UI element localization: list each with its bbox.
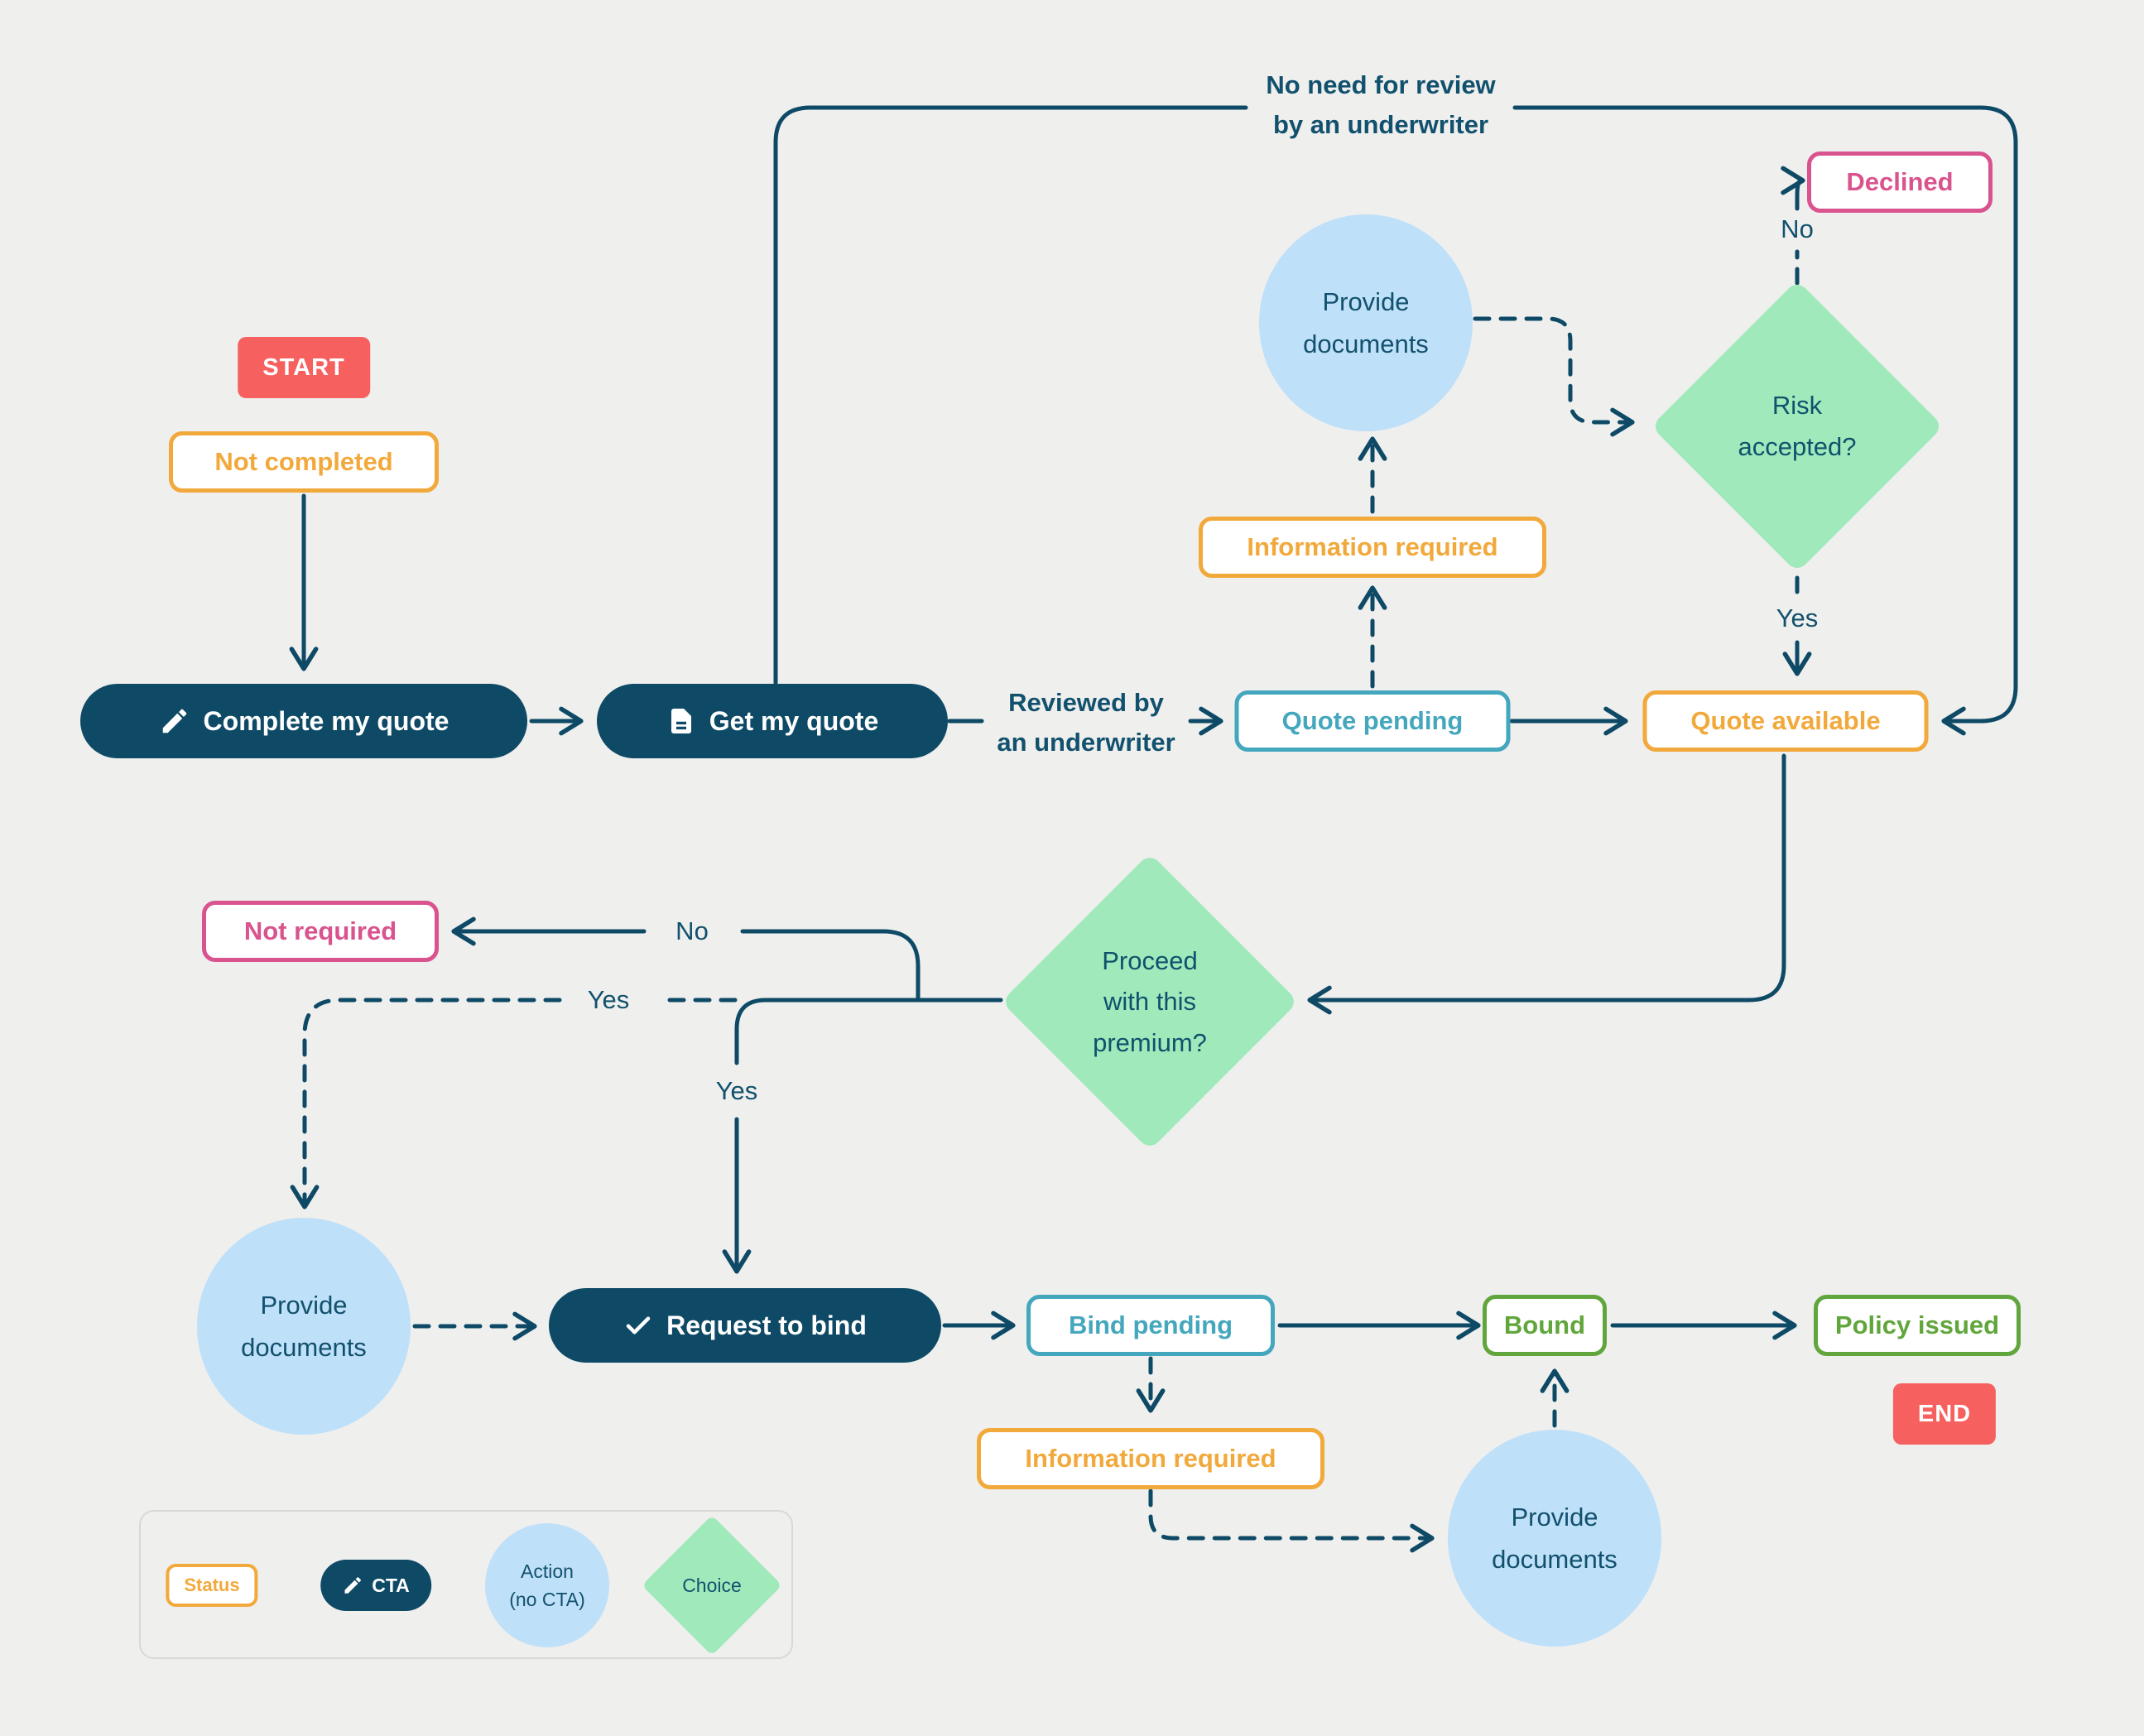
legend-cta: CTA xyxy=(320,1560,431,1611)
edge-providedocs-riskdiamond xyxy=(1473,316,1635,437)
start-badge: START xyxy=(238,337,370,398)
edge-toploop-left xyxy=(773,105,1248,685)
status-not-required: Not required xyxy=(202,901,439,962)
end-badge: END xyxy=(1892,1383,1997,1445)
edge-inforequired-providedocs-bottom xyxy=(1148,1488,1435,1553)
status-declined: Declined xyxy=(1807,151,1993,213)
edge-premium-left-yes xyxy=(734,998,1003,1065)
check-icon xyxy=(626,1316,651,1334)
legend-choice: Choice xyxy=(637,1511,786,1660)
edge-quoteavailable-premium xyxy=(1307,753,1786,1015)
legend-status: Status xyxy=(166,1564,258,1607)
action-provide-documents-top: Provide documents xyxy=(1259,214,1473,431)
label-premium-yes-dashed: Yes xyxy=(587,985,630,1014)
choice-risk-accepted: Risk accepted? xyxy=(1648,277,1946,575)
cta-get-my-quote: Get my quote xyxy=(597,684,948,758)
label-premium-no: No xyxy=(675,916,709,945)
pencil-icon xyxy=(162,709,186,733)
cta-complete-my-quote: Complete my quote xyxy=(80,684,527,758)
legend-action: Action (no CTA) xyxy=(485,1523,609,1647)
edge-toploop-right xyxy=(1512,105,2018,736)
cta-request-to-bind: Request to bind xyxy=(549,1288,941,1363)
label-premium-yes-solid: Yes xyxy=(715,1076,758,1105)
status-information-required-bottom: Information required xyxy=(977,1428,1324,1489)
status-information-required-top: Information required xyxy=(1199,517,1546,578)
label-risk-no: No xyxy=(1781,214,1814,243)
choice-proceed-premium: Proceed with this premium? xyxy=(999,851,1300,1152)
action-provide-documents-bottom: Provide documents xyxy=(1448,1430,1661,1647)
action-provide-documents-left: Provide documents xyxy=(197,1218,411,1435)
status-quote-available: Quote available xyxy=(1642,690,1929,752)
status-quote-pending: Quote pending xyxy=(1234,690,1511,752)
document-icon xyxy=(671,709,691,733)
edge-yes-dashed-b xyxy=(290,998,562,1209)
start-label: START xyxy=(262,353,345,381)
end-label: END xyxy=(1917,1400,1972,1427)
status-bind-pending: Bind pending xyxy=(1026,1295,1275,1356)
label-risk-yes: Yes xyxy=(1776,604,1819,632)
label-no-need-review: No need for review by an underwriter xyxy=(1266,70,1496,139)
label-reviewed-by-underwriter: Reviewed by an underwriter xyxy=(997,687,1175,757)
edge-no-declined xyxy=(1781,166,1805,211)
legend: Status CTA Action (no CTA) Choice xyxy=(139,1510,793,1659)
status-not-completed: Not completed xyxy=(169,431,439,493)
status-policy-issued: Policy issued xyxy=(1814,1295,2021,1356)
status-bound: Bound xyxy=(1483,1295,1607,1356)
pencil-icon xyxy=(344,1577,361,1594)
edge-premium-no-corner xyxy=(740,929,921,1001)
